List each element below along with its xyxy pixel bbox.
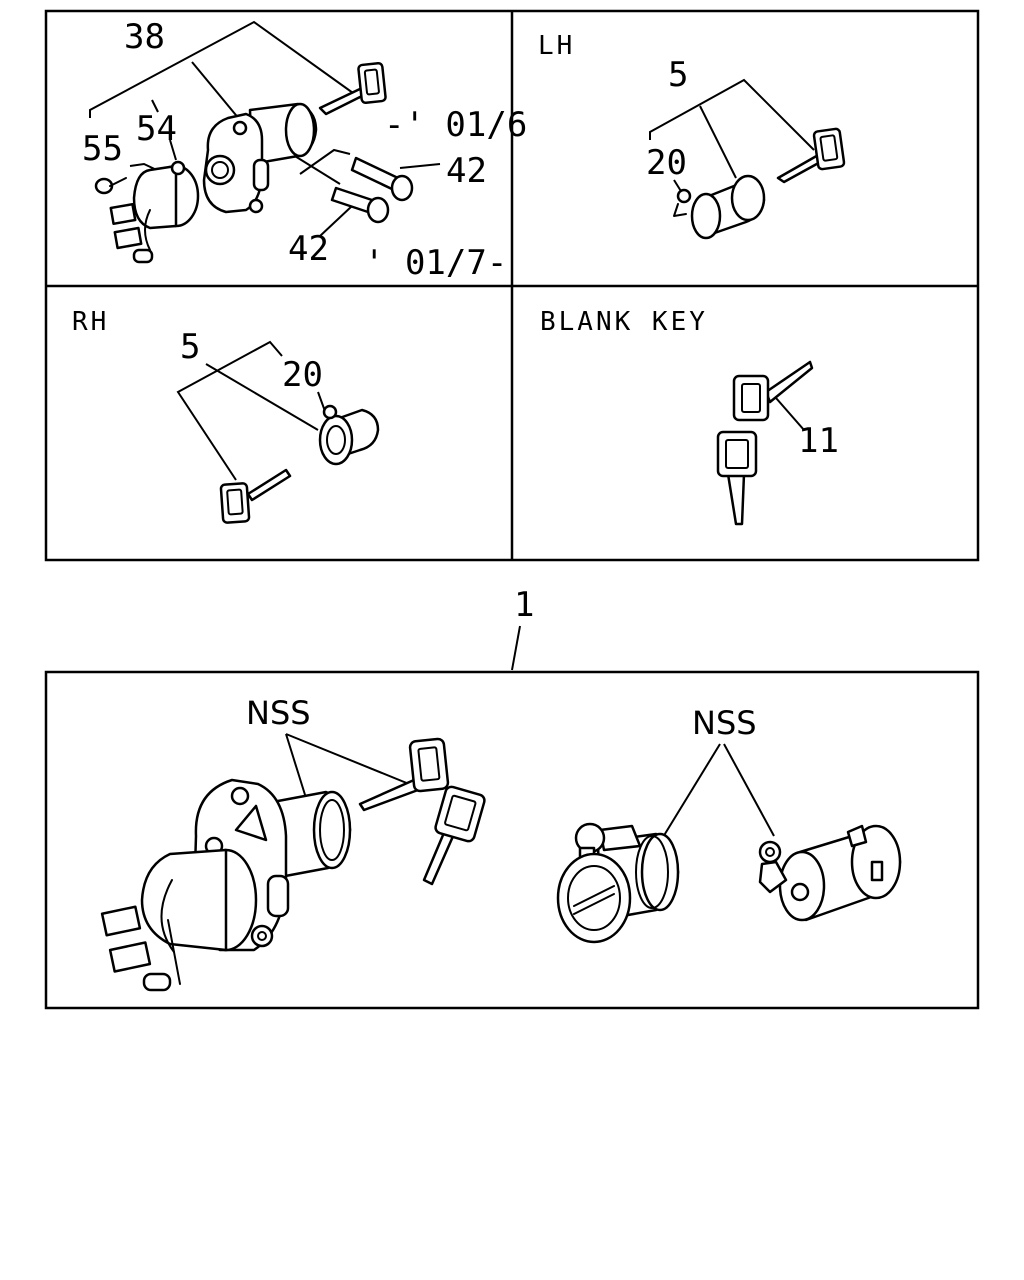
lh-key	[776, 127, 846, 184]
callout-42-lower: 42	[288, 229, 329, 269]
callout-11: 11	[798, 421, 839, 461]
nss-right-leaders	[659, 743, 775, 843]
callout-1-leader	[511, 625, 521, 671]
assembly-key-lower	[422, 785, 486, 886]
ignition-switch-body	[202, 102, 318, 214]
blank-key-header: BLANK KEY	[540, 307, 708, 337]
callout-55: 55	[82, 129, 123, 169]
rh-header: RH	[72, 307, 109, 337]
callout-20-rh: 20	[282, 355, 323, 395]
blank-key-panel: BLANK KEY 11	[540, 307, 839, 526]
blank-key-upper	[732, 360, 814, 422]
nss-label-right: NSS	[692, 704, 757, 742]
upper-grid-frame	[44, 9, 980, 562]
note-from-01-7: ' 01/7-	[364, 243, 507, 283]
assembly-switch-body	[100, 848, 258, 992]
lh-lock-cylinder	[673, 174, 766, 240]
lh-panel: LH 5 20	[538, 31, 846, 240]
assembly-ignition-set: NSS	[100, 694, 486, 992]
screw-42-lower	[330, 186, 390, 224]
callout-20-lh: 20	[646, 143, 687, 183]
note-until-01-6: -' 01/6	[384, 105, 527, 145]
door-cylinder-right	[758, 824, 902, 922]
rh-lock-cylinder	[318, 404, 380, 466]
rh-key	[219, 468, 292, 524]
assembly-frame	[44, 670, 980, 1010]
nss-left-leaders	[285, 733, 415, 799]
blank-key-lower	[716, 430, 758, 526]
assembly-door-cylinders: NSS	[556, 704, 902, 944]
callout-42-upper: 42	[446, 151, 487, 191]
callout-5-rh: 5	[180, 327, 200, 367]
ignition-switch-connector	[109, 160, 200, 264]
blank-key-leader	[775, 397, 805, 431]
lh-header: LH	[538, 31, 575, 61]
rh-panel: RH 5 20	[72, 307, 380, 524]
screw-42-upper	[350, 156, 414, 202]
callout-38: 38	[124, 17, 165, 57]
callout-1: 1	[514, 585, 534, 625]
screw-55	[94, 177, 127, 195]
assembly-key-upper	[358, 737, 450, 812]
ignition-panel: 38 54 55 42 42 -' 01/6 ' 01/7-	[82, 17, 527, 283]
nss-label-left: NSS	[246, 694, 311, 732]
ignition-key	[318, 61, 387, 116]
door-cylinder-left	[556, 822, 680, 944]
callout-5-lh: 5	[668, 55, 688, 95]
